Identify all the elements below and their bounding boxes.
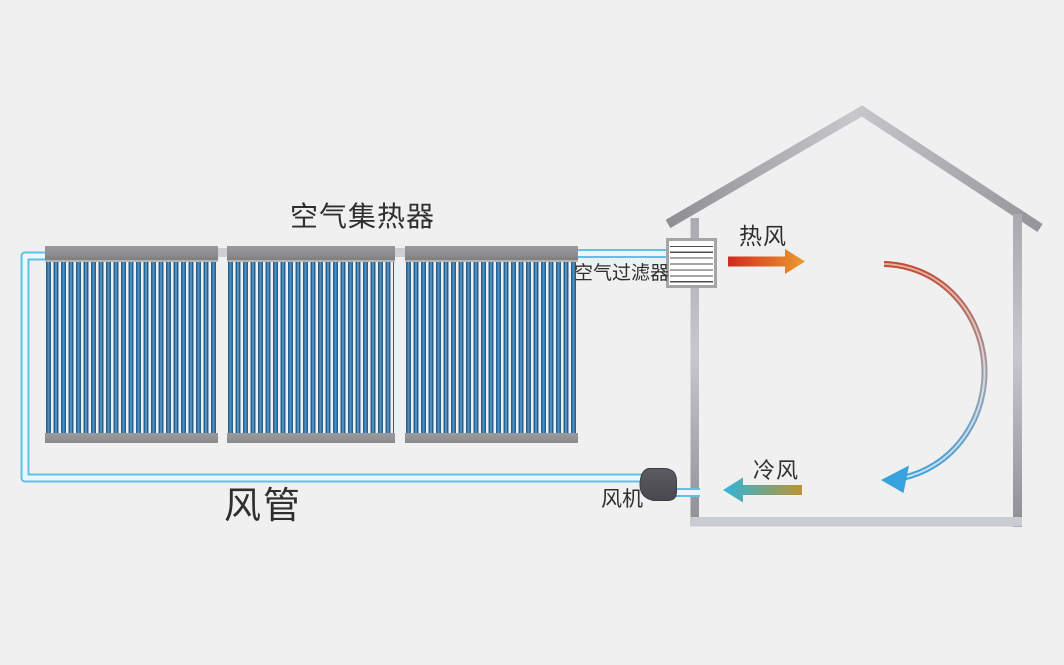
panel-connector [395, 248, 405, 257]
circulation-arrowhead-icon [881, 465, 909, 493]
cold-air-arrow-icon [723, 477, 802, 503]
collector-panel-2 [227, 246, 395, 443]
filter-label: 空气过滤器 [574, 263, 670, 284]
collector-panel-1 [45, 246, 218, 443]
house-right-wall [1013, 214, 1022, 527]
panel-tubes [46, 262, 217, 433]
panel-top-manifold [405, 246, 578, 262]
fan-icon [639, 468, 677, 501]
panel-top-manifold [45, 246, 218, 262]
hot-air-arrow-icon [728, 249, 805, 274]
panel-bottom-manifold [405, 433, 578, 443]
house-floor [690, 517, 1022, 527]
panel-bottom-manifold [45, 433, 218, 443]
duct-loop [20, 251, 652, 483]
collector-panel-3 [405, 246, 578, 443]
panel-connector [218, 248, 227, 257]
house-roof [665, 105, 1043, 232]
duct-label: 风管 [224, 485, 302, 526]
collector-label: 空气集热器 [290, 201, 436, 232]
panel-bottom-manifold [227, 433, 395, 443]
hot-air-label: 热风 [739, 223, 787, 249]
fan-label: 风机 [601, 488, 643, 511]
air-filter-box [666, 238, 717, 288]
circulation-arrow [881, 261, 988, 493]
panel-tubes [406, 262, 577, 433]
house-left-wall [690, 218, 699, 525]
house-outline [665, 105, 1043, 527]
panel-tubes [228, 262, 394, 433]
cold-air-label: 冷风 [753, 458, 800, 483]
panel-top-manifold [227, 246, 395, 262]
